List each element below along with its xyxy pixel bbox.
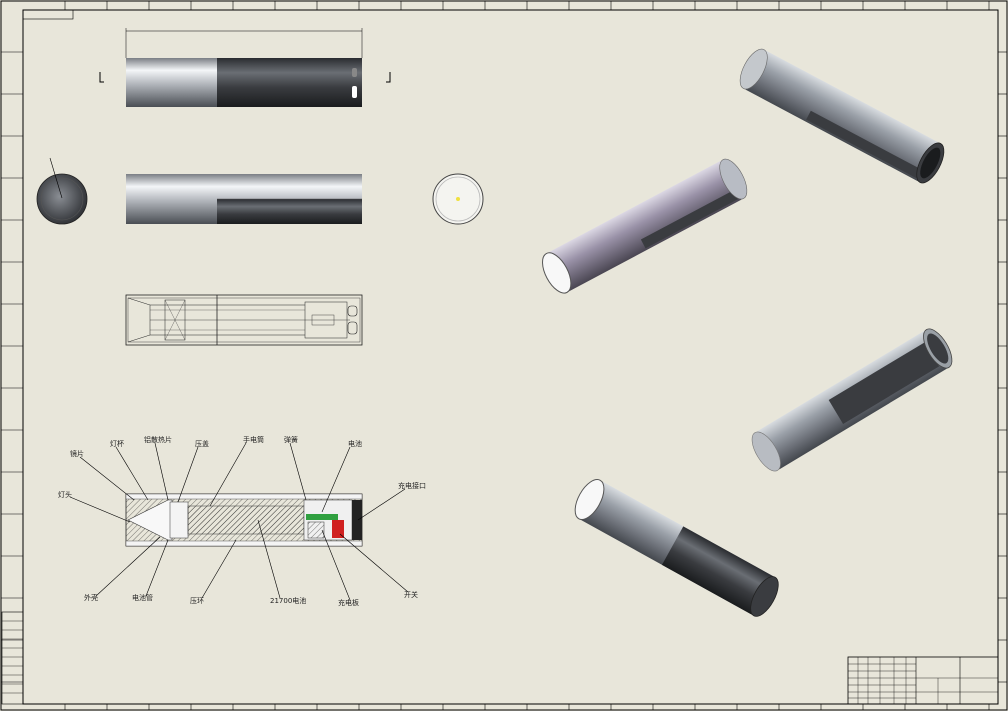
callout-reflector: 灯杯 (110, 439, 124, 448)
callout-leaders (69, 442, 409, 601)
corner-tag-box (22, 9, 74, 20)
title-block (847, 656, 999, 705)
iso-view-1 (739, 48, 945, 184)
callout-pcb: 充电板 (338, 598, 359, 607)
callout-shell: 外壳 (84, 593, 98, 602)
left-revision-table (1, 611, 24, 705)
callout-labels: 镜片 灯杯 铝散热片 压盖 手电筒 弹簧 电池 充电接口 灯头 外壳 电池管 压… (58, 435, 426, 607)
callout-coil: 弹簧 (284, 435, 298, 444)
callout-led-holder: 铝散热片 (144, 435, 172, 444)
callout-usb-port: 充电接口 (398, 481, 426, 490)
iso-view-4 (574, 479, 779, 617)
callout-switch: 开关 (404, 590, 418, 599)
callout-pad: 压盖 (195, 439, 209, 448)
left-end-view (36, 157, 88, 225)
callout-battery: 电池 (348, 439, 362, 448)
front-view (126, 174, 362, 224)
right-end-view (432, 173, 484, 225)
wireframe-view (125, 294, 363, 346)
callout-tube: 手电筒 (243, 435, 264, 444)
led-dot (456, 197, 460, 201)
callout-barrel: 电池管 (132, 593, 153, 602)
section-view (125, 493, 363, 547)
iso-view-2 (542, 158, 748, 294)
top-view (99, 28, 391, 107)
callout-cell: 21700电池 (270, 596, 306, 605)
switch-part (332, 520, 344, 538)
charge-board (306, 514, 338, 520)
callout-lens: 镜片 (70, 449, 84, 458)
inner-border (22, 9, 999, 705)
iso-view-3 (751, 328, 953, 472)
callout-ring: 灯头 (58, 490, 72, 499)
callout-head: 压环 (190, 597, 204, 605)
